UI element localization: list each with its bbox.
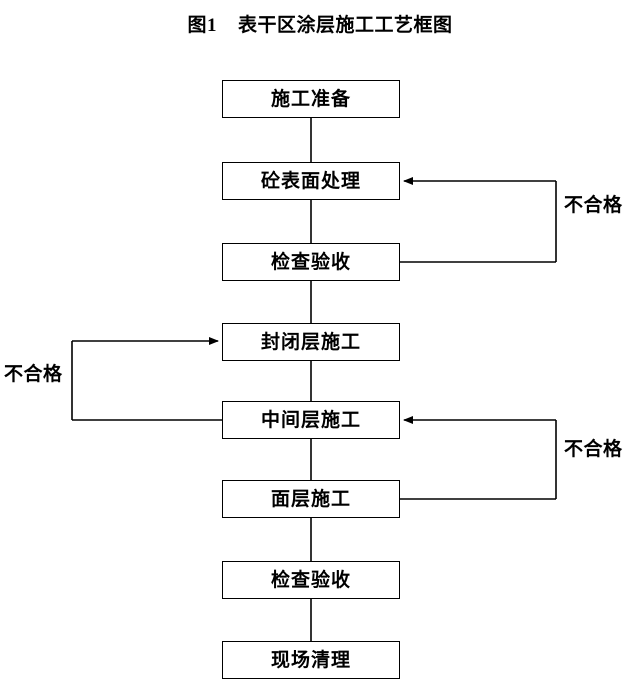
node-xianchang-qingli[interactable]: 现场清理 [222, 641, 400, 679]
node-label: 封闭层施工 [260, 331, 361, 353]
node-label: 中间层施工 [260, 409, 361, 431]
node-label: 检查验收 [270, 569, 351, 591]
edge-label-buhege-left: 不合格 [4, 364, 63, 385]
node-mian-ceng-shigong[interactable]: 面层施工 [222, 480, 400, 518]
node-tong-biaomian-chuli[interactable]: 砼表面处理 [222, 162, 400, 200]
node-jiancha-yanshou-1[interactable]: 检查验收 [222, 243, 400, 281]
node-label: 面层施工 [270, 488, 351, 510]
node-shigong-zhunbei[interactable]: 施工准备 [222, 80, 400, 118]
figure-title: 图1 表干区涂层施工工艺框图 [187, 15, 453, 36]
node-label: 施工准备 [270, 88, 351, 110]
node-label: 检查验收 [270, 251, 351, 273]
node-jiancha-yanshou-2[interactable]: 检查验收 [222, 561, 400, 599]
node-zhongjian-ceng-shigong[interactable]: 中间层施工 [222, 401, 400, 439]
edge-label-buhege-bottom: 不合格 [564, 439, 623, 460]
node-label: 现场清理 [270, 649, 351, 671]
edge-label-buhege-top: 不合格 [564, 195, 623, 216]
node-label: 砼表面处理 [260, 170, 361, 192]
node-fengbi-ceng-shigong[interactable]: 封闭层施工 [222, 323, 400, 361]
